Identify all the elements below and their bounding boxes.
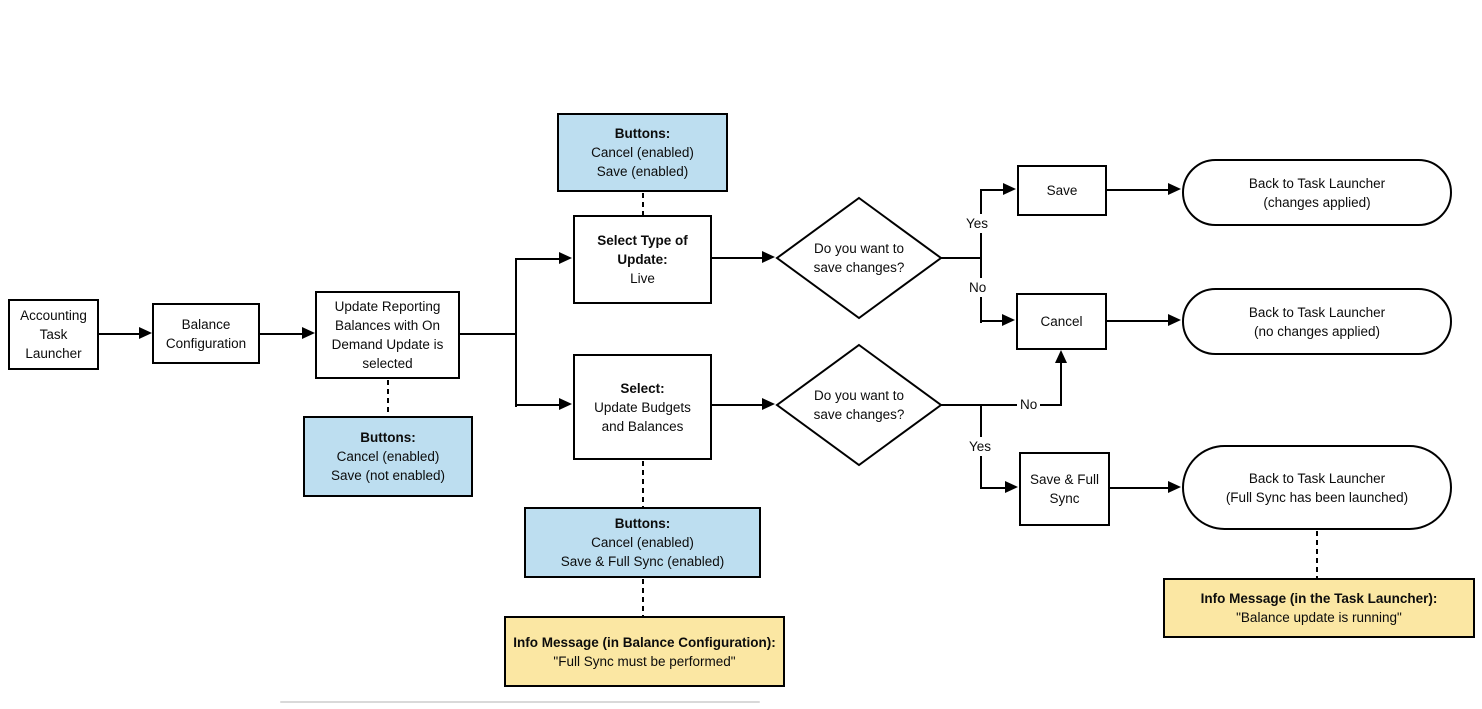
- edge-update-split-horizontal: [459, 333, 517, 335]
- node-label: Cancel: [1040, 314, 1083, 329]
- info-message-task-launcher: Info Message (in the Task Launcher): "Ba…: [1163, 578, 1475, 638]
- note-title: Buttons:: [614, 516, 671, 531]
- node-label: Balance Configuration: [165, 316, 247, 351]
- info-message-balance-config: Info Message (in Balance Configuration):…: [504, 616, 785, 687]
- edge-arrowhead: [1168, 183, 1181, 195]
- edge-dashed-update-to-buttons-note: [387, 380, 389, 416]
- terminal-back-changes-applied: Back to Task Launcher (changes applied): [1182, 159, 1452, 226]
- note-buttons-budgets: Buttons: Cancel (enabled) Save & Full Sy…: [524, 507, 761, 578]
- node-value: Live: [630, 271, 655, 286]
- node-label: Save & Full Sync: [1029, 472, 1100, 506]
- node-cancel: Cancel: [1016, 293, 1107, 350]
- edge-decision-bottom-out: [941, 404, 1062, 406]
- node-line: Update Budgets: [594, 399, 691, 415]
- note-buttons-live: Buttons: Cancel (enabled) Save (enabled): [557, 113, 728, 192]
- node-title: Select:: [620, 380, 665, 396]
- edge-dashed-terminal-to-info: [1316, 531, 1318, 578]
- edge-select-live-to-decision: [711, 257, 764, 259]
- edge-dashed-buttons-note-to-select-live: [642, 193, 644, 215]
- edge-balance-to-update: [260, 333, 304, 335]
- edge-cancel-to-terminal: [1106, 320, 1169, 322]
- terminal-line: (changes applied): [1263, 194, 1371, 210]
- node-label: Save: [1046, 183, 1078, 198]
- edge-save-full-sync-to-terminal: [1109, 487, 1169, 489]
- edge-label-yes-bottom: Yes: [966, 437, 995, 456]
- terminal-line: Back to Task Launcher: [1248, 304, 1386, 320]
- note-line: Save & Full Sync (enabled): [560, 554, 725, 569]
- note-line: Cancel (enabled): [591, 145, 694, 160]
- edge-select-budgets-to-decision: [711, 404, 764, 406]
- diamond-shape: [775, 343, 943, 467]
- decision-label: Do you want to save changes?: [813, 388, 905, 422]
- edge-decision-top-branch: [980, 189, 982, 323]
- edge-split-to-select-budgets: [515, 404, 561, 406]
- edge-arrowhead: [559, 398, 572, 410]
- edge-arrowhead: [1005, 481, 1018, 493]
- info-title: Info Message (in the Task Launcher):: [1200, 591, 1438, 606]
- note-line: Cancel (enabled): [591, 535, 694, 550]
- decision-label: Do you want to save changes?: [813, 241, 905, 275]
- edge-label-yes-top: Yes: [963, 214, 992, 233]
- edge-dashed-buttons-note-to-info: [642, 579, 644, 616]
- edge-arrowhead: [559, 252, 572, 264]
- edge-arrowhead: [1168, 314, 1181, 326]
- edge-arrowhead: [139, 327, 152, 339]
- terminal-line: Back to Task Launcher: [1248, 470, 1386, 486]
- edge-no-to-cancel: [980, 320, 1004, 322]
- diamond-shape: [775, 196, 943, 320]
- edge-yes-to-save-full-sync: [980, 487, 1006, 489]
- info-title: Info Message (in Balance Configuration):: [513, 634, 776, 650]
- node-title: Select Type of Update:: [597, 233, 688, 267]
- node-save: Save: [1017, 165, 1107, 216]
- node-balance-configuration: Balance Configuration: [152, 303, 260, 364]
- edge-arrowhead: [762, 251, 775, 263]
- note-line: Save (not enabled): [330, 468, 446, 483]
- edge-update-split-vertical: [515, 259, 517, 407]
- edge-arrowhead: [1168, 481, 1181, 493]
- edge-label-no-bottom: No: [1017, 395, 1041, 414]
- node-label: Update Reporting Balances with On Demand…: [331, 299, 444, 371]
- edge-split-to-select-live: [515, 258, 561, 260]
- decision-save-changes-live: Do you want to save changes?: [775, 196, 943, 320]
- node-select-update-budgets: Select: Update Budgets and Balances: [573, 354, 712, 460]
- edge-arrowhead: [1003, 183, 1016, 195]
- terminal-line: (no changes applied): [1253, 323, 1381, 339]
- edge-yes-to-save: [980, 189, 1005, 191]
- edge-arrowhead: [1055, 350, 1067, 363]
- info-message: "Full Sync must be performed": [553, 653, 736, 669]
- edge-decision-top-out: [941, 257, 982, 259]
- terminal-line: Back to Task Launcher: [1248, 175, 1386, 191]
- edge-save-to-terminal: [1106, 189, 1169, 191]
- bottom-divider: [280, 701, 760, 703]
- node-select-type-of-update-live: Select Type of Update: Live: [573, 215, 712, 304]
- edge-arrowhead: [762, 398, 775, 410]
- edge-no-up-to-cancel: [1060, 362, 1062, 406]
- edge-arrowhead: [1002, 314, 1015, 326]
- terminal-back-full-sync: Back to Task Launcher (Full Sync has bee…: [1182, 445, 1452, 530]
- terminal-line: (Full Sync has been launched): [1225, 489, 1409, 505]
- edge-label-no-top: No: [966, 278, 990, 297]
- info-message: "Balance update is running": [1236, 610, 1402, 625]
- edge-accounting-to-balance: [99, 333, 142, 335]
- note-line: Save (enabled): [596, 164, 689, 179]
- terminal-back-no-changes: Back to Task Launcher (no changes applie…: [1182, 288, 1452, 355]
- edge-arrowhead: [302, 327, 315, 339]
- node-accounting-task-launcher: Accounting Task Launcher: [8, 299, 99, 370]
- note-title: Buttons:: [360, 430, 416, 445]
- node-label: Accounting Task Launcher: [20, 308, 87, 361]
- node-line: and Balances: [601, 418, 684, 434]
- note-line: Cancel (enabled): [336, 449, 440, 464]
- note-title: Buttons:: [614, 126, 671, 141]
- decision-save-changes-budgets: Do you want to save changes?: [775, 343, 943, 467]
- note-buttons-balance-config: Buttons: Cancel (enabled) Save (not enab…: [303, 416, 473, 497]
- node-save-full-sync: Save & Full Sync: [1019, 452, 1110, 526]
- node-update-reporting-balances: Update Reporting Balances with On Demand…: [315, 291, 460, 379]
- edge-dashed-select-budgets-to-buttons-note: [642, 461, 644, 507]
